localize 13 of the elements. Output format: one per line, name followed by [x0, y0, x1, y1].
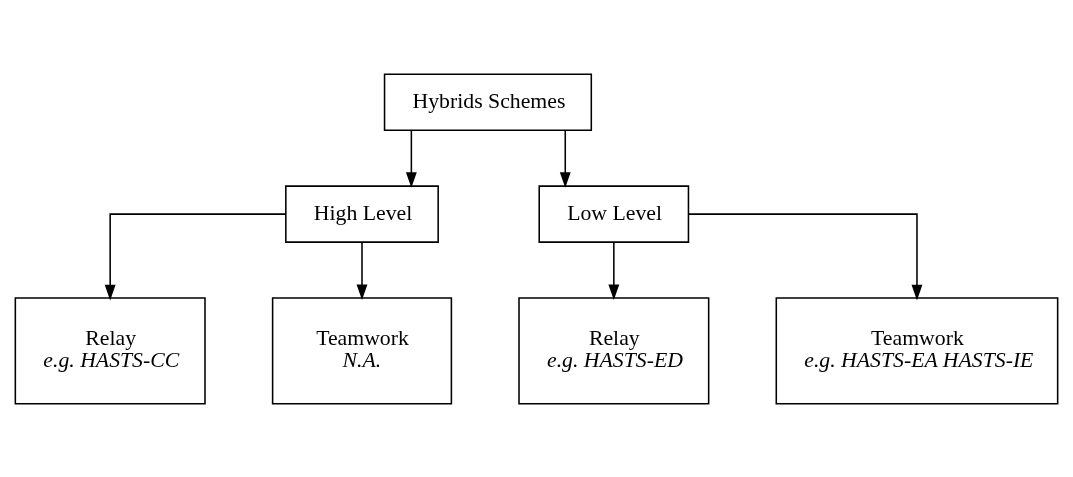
arrow: [356, 241, 368, 300]
arrow: [104, 212, 287, 300]
arrow: [405, 129, 417, 188]
node-box: Teamwork N.A.: [271, 296, 453, 405]
arrow: [559, 129, 571, 188]
node-box: Relay e.g. HASTS-CC: [14, 296, 206, 405]
arrow: [608, 241, 620, 300]
arrow: [688, 212, 923, 300]
node-box: High Level: [285, 184, 439, 243]
node-box: Teamwork e.g. HASTS-EA HASTS-IE: [775, 296, 1059, 405]
node-box: Relay e.g. HASTS-ED: [518, 296, 710, 405]
node-box: Hybrids Schemes: [383, 72, 593, 131]
node-box: Low Level: [538, 184, 690, 243]
